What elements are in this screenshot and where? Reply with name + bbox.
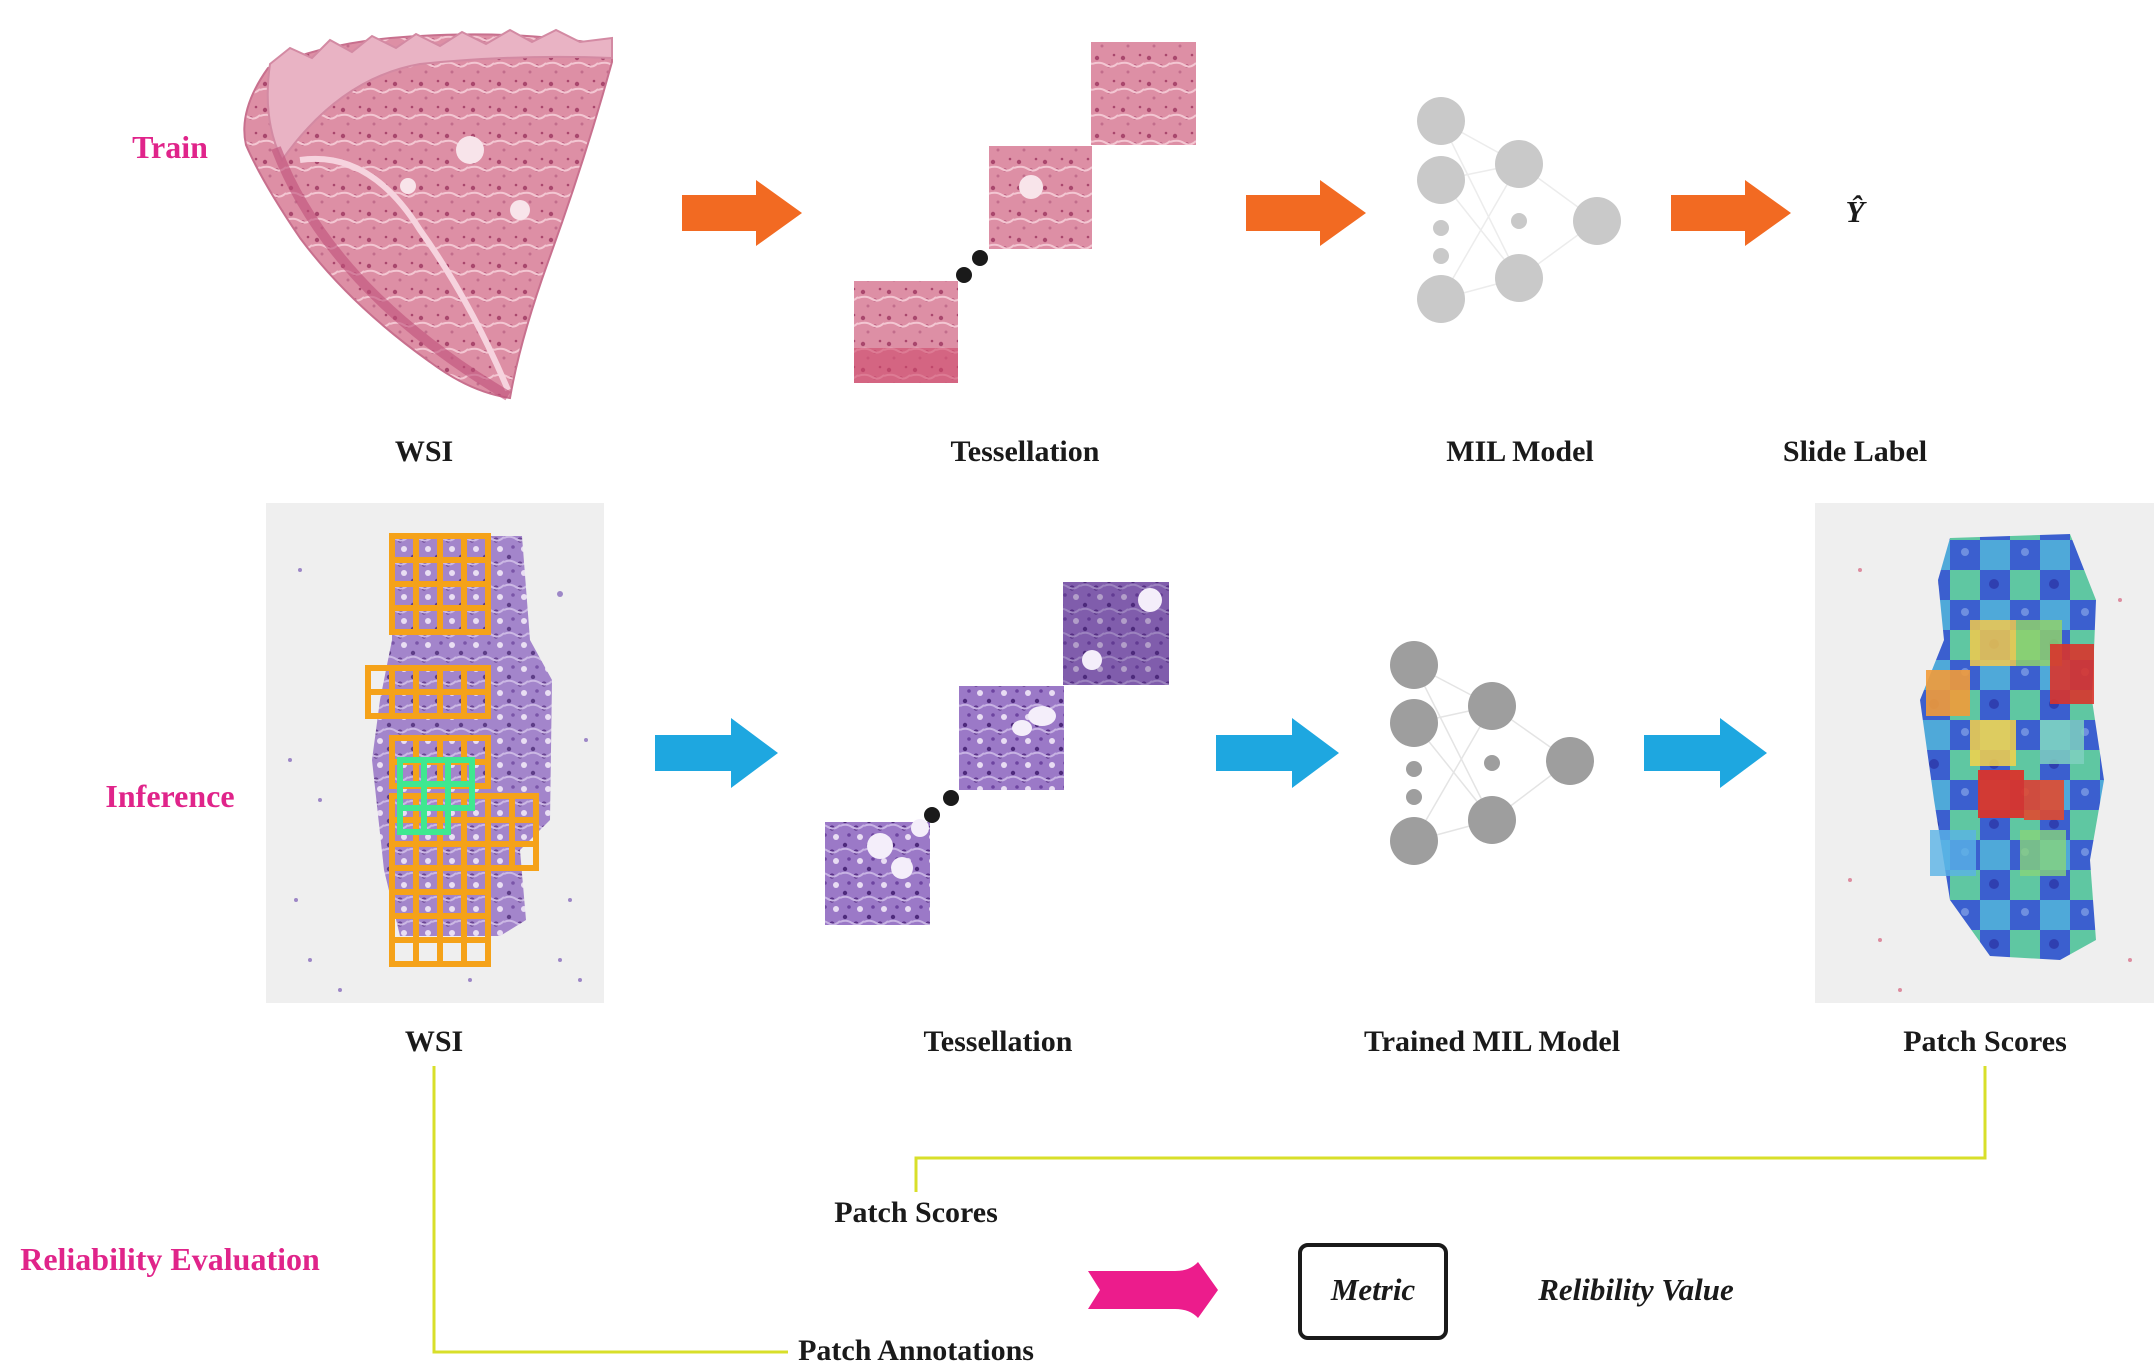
connector-lines xyxy=(432,1066,1987,1354)
patch-cell xyxy=(461,937,491,967)
inference-output-caption: Patch Scores xyxy=(1903,1025,2067,1058)
inference-tessellation-caption: Tessellation xyxy=(924,1025,1073,1058)
inference-arrow-1 xyxy=(655,718,778,788)
slide-label-symbol: Ŷ xyxy=(1846,194,1868,229)
connector-annotations xyxy=(432,1066,788,1354)
train-output-caption: Slide Label xyxy=(1783,435,1927,468)
train-tessellation-caption: Tessellation xyxy=(951,435,1100,468)
reliability-result: Relibility Value xyxy=(1537,1272,1734,1307)
annotated-patch-cell xyxy=(421,805,451,835)
inference-tessellation-patches xyxy=(825,582,1169,925)
train-mil-model-network xyxy=(1417,97,1621,323)
metric-box xyxy=(1298,1243,1448,1340)
inference-patch-2 xyxy=(959,686,1064,790)
train-arrow-3 xyxy=(1671,180,1791,246)
train-wsi-image xyxy=(243,28,613,401)
patch-grid xyxy=(365,533,539,967)
reliability-input-annotations: Patch Annotations xyxy=(798,1334,1034,1367)
stage-label-inference: Inference xyxy=(105,778,234,814)
train-tessellation-patches xyxy=(854,42,1196,383)
patch-cell xyxy=(461,605,491,635)
ellipsis-dot xyxy=(924,807,940,823)
ellipsis-dot xyxy=(943,790,959,806)
stage-label-reliability: Reliability Evaluation xyxy=(20,1241,320,1277)
train-model-caption: MIL Model xyxy=(1446,435,1594,468)
patch-score-heatmap xyxy=(1815,503,2154,1003)
metric-label: Metric xyxy=(1330,1272,1416,1307)
reliability-arrow xyxy=(1088,1262,1218,1318)
train-patch-1 xyxy=(1091,42,1196,145)
inference-mil-model-network xyxy=(1390,641,1594,865)
inference-arrow-2 xyxy=(1216,718,1339,788)
ellipsis-dot xyxy=(972,250,988,266)
ellipsis-dot xyxy=(956,267,972,283)
train-arrow-2 xyxy=(1246,180,1366,246)
inference-arrow-3 xyxy=(1644,718,1767,788)
connector-scores xyxy=(914,1066,1987,1192)
stage-label-train: Train xyxy=(132,129,208,165)
annotated-patch-cell xyxy=(445,781,475,811)
train-arrow-1 xyxy=(682,180,802,246)
patch-cell xyxy=(509,841,539,871)
inference-model-caption: Trained MIL Model xyxy=(1364,1025,1620,1058)
inference-wsi-image xyxy=(266,503,604,1003)
patch-cell xyxy=(461,759,491,789)
inference-wsi-caption: WSI xyxy=(405,1025,463,1058)
train-patch-2 xyxy=(989,146,1092,249)
reliability-input-scores: Patch Scores xyxy=(834,1196,998,1229)
patch-cell xyxy=(461,689,491,719)
train-wsi-caption: WSI xyxy=(395,435,453,468)
